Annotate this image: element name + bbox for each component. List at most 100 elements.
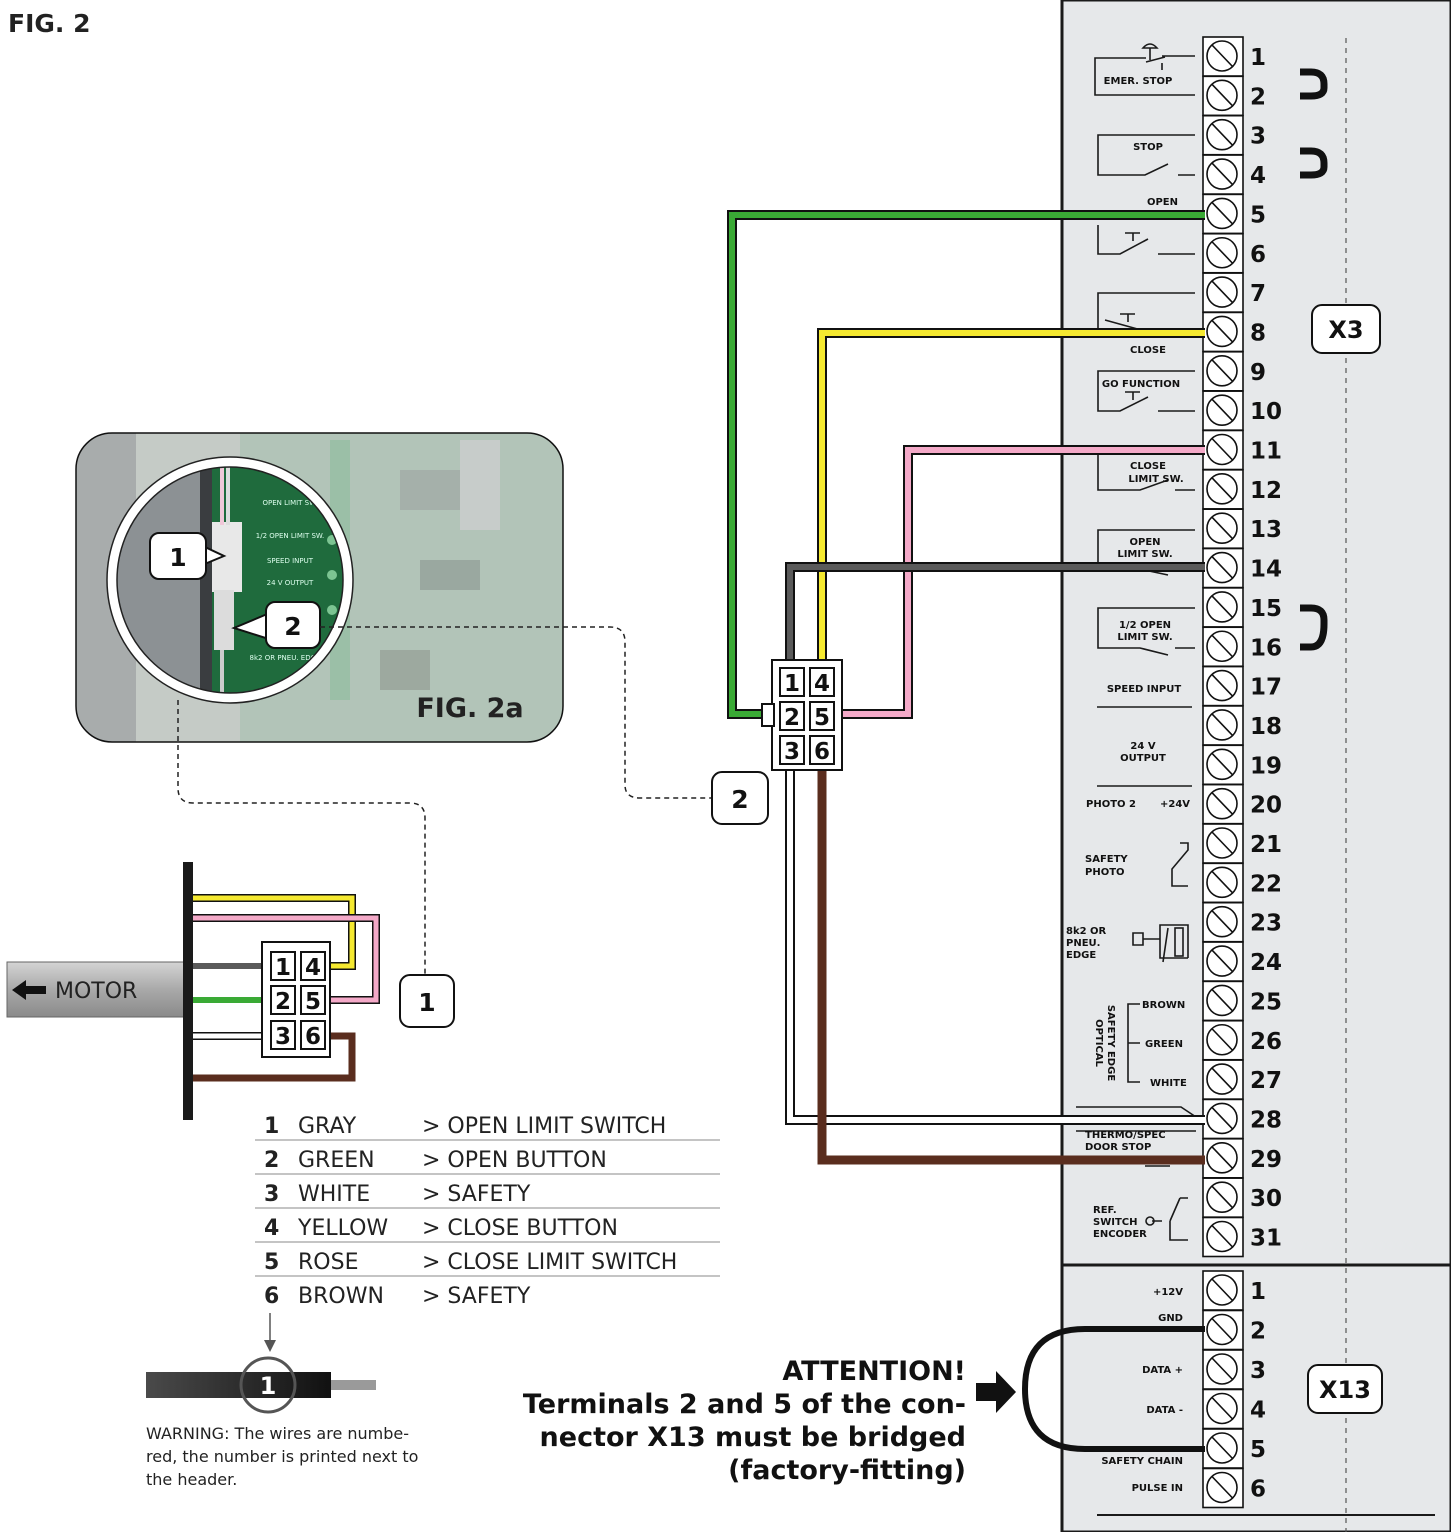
svg-text:24 V OUTPUT: 24 V OUTPUT	[267, 579, 314, 587]
label-edge-1: 8k2 OR	[1066, 926, 1107, 937]
x3-terminal-number: 13	[1250, 517, 1282, 543]
label-edge-3: EDGE	[1066, 950, 1096, 961]
legend-color: BROWN	[298, 1284, 384, 1309]
svg-text:red, the number is printed nex: red, the number is printed next to	[146, 1447, 418, 1466]
x3-terminal-2	[1202, 75, 1244, 117]
svg-text:+12V: +12V	[1153, 1287, 1183, 1298]
x13-terminal-3	[1202, 1349, 1244, 1390]
x13-terminal-4	[1202, 1388, 1244, 1430]
x13-terminal-2	[1202, 1309, 1244, 1351]
label-24v-2: OUTPUT	[1120, 753, 1166, 764]
svg-text:1: 1	[275, 955, 291, 981]
x3-terminal-3	[1202, 114, 1244, 156]
x3-terminal-number: 27	[1250, 1068, 1282, 1094]
x3-terminal-number: 6	[1250, 242, 1266, 268]
svg-text:6: 6	[305, 1024, 321, 1050]
warning-note: WARNING: The wires are numbe- red, the n…	[146, 1424, 418, 1489]
x3-terminal-number: 1	[1250, 45, 1266, 71]
label-half-open-1: 1/2 OPEN	[1119, 620, 1171, 631]
legend-function: > OPEN LIMIT SWITCH	[422, 1114, 666, 1139]
svg-text:2: 2	[275, 989, 291, 1015]
x3-terminal-10	[1202, 390, 1244, 431]
x3-terminal-12	[1202, 469, 1244, 510]
x3-terminal-number: 28	[1250, 1107, 1282, 1133]
x3-terminal-number: 26	[1250, 1029, 1282, 1055]
label-open-limit-2: LIMIT SW.	[1117, 549, 1172, 560]
svg-text:ATTENTION!: ATTENTION!	[782, 1356, 966, 1387]
x3-terminal-number: 19	[1250, 753, 1282, 779]
x3-terminal-11	[1202, 429, 1244, 471]
legend-number: 2	[264, 1148, 279, 1173]
label-safety-edge-2: OPTICAL	[1093, 1019, 1104, 1067]
svg-text:(factory-fitting): (factory-fitting)	[728, 1455, 966, 1486]
svg-text:nector X13 must be bridged: nector X13 must be bridged	[540, 1422, 966, 1453]
x3-terminal-1	[1202, 36, 1244, 77]
x3-terminal-number: 12	[1250, 478, 1282, 504]
x13-text-labels: +12V GND DATA + DATA - SAFETY CHAIN PULS…	[1101, 1287, 1183, 1494]
x3-terminal-28	[1202, 1098, 1244, 1140]
x3-terminal-block: 1234567891011121314151617181920212223242…	[1202, 36, 1282, 1258]
x3-terminal-22	[1202, 862, 1244, 904]
svg-text:2: 2	[731, 785, 748, 814]
x3-terminal-number: 4	[1250, 163, 1266, 189]
legend-function: > SAFETY	[422, 1182, 531, 1207]
svg-text:Terminals 2 and 5 of the con-: Terminals 2 and 5 of the con-	[523, 1389, 966, 1420]
x13-terminal-number: 3	[1250, 1358, 1266, 1384]
connector-callout-2: 2	[711, 771, 769, 825]
legend-function: > CLOSE BUTTON	[422, 1216, 618, 1241]
legend-function: > OPEN BUTTON	[422, 1148, 607, 1173]
x3-terminal-31	[1202, 1216, 1244, 1258]
label-close-limit-1: CLOSE	[1130, 461, 1166, 472]
x3-terminal-number: 2	[1250, 84, 1266, 110]
svg-text:1: 1	[169, 543, 186, 572]
x3-terminal-number: 15	[1250, 596, 1282, 622]
x13-terminal-number: 4	[1250, 1398, 1266, 1424]
label-photo2: PHOTO 2	[1086, 799, 1136, 810]
x3-terminal-number: 9	[1250, 360, 1266, 386]
x13-terminal-1	[1202, 1270, 1244, 1311]
x3-terminal-number: 20	[1250, 793, 1282, 819]
x3-terminal-14	[1202, 547, 1244, 589]
x3-terminal-number: 11	[1250, 439, 1282, 465]
x3-terminal-number: 25	[1250, 989, 1282, 1015]
legend-number: 1	[264, 1114, 279, 1139]
label-24v-1: 24 V	[1130, 741, 1155, 752]
svg-text:OPEN LIMIT SW.: OPEN LIMIT SW.	[263, 499, 318, 507]
label-encoder-1: REF.	[1093, 1205, 1117, 1216]
label-brown: BROWN	[1142, 1000, 1185, 1011]
photo-callout-1: 1	[149, 532, 227, 580]
svg-text:X3: X3	[1328, 316, 1363, 344]
label-edge-2: PNEU.	[1066, 938, 1100, 949]
svg-text:4: 4	[305, 955, 321, 981]
label-half-open-2: LIMIT SW.	[1117, 632, 1172, 643]
svg-text:GND: GND	[1158, 1313, 1183, 1324]
x13-terminal-number: 5	[1250, 1437, 1266, 1463]
svg-text:3: 3	[275, 1024, 291, 1050]
svg-text:1/2 OPEN LIMIT SW.: 1/2 OPEN LIMIT SW.	[256, 532, 324, 540]
label-open: OPEN	[1147, 197, 1178, 208]
label-safety-photo-2: PHOTO	[1085, 867, 1125, 878]
label-plus24v: +24V	[1160, 799, 1190, 810]
x3-terminal-number: 14	[1250, 557, 1282, 583]
label-encoder-3: ENCODER	[1093, 1229, 1147, 1240]
legend-color: WHITE	[298, 1182, 370, 1207]
x13-label: X13	[1307, 1364, 1383, 1414]
svg-text:DATA +: DATA +	[1142, 1365, 1183, 1376]
label-white: WHITE	[1150, 1078, 1187, 1089]
x13-terminal-6	[1202, 1467, 1244, 1509]
x3-terminal-16	[1202, 626, 1244, 668]
motor-label: MOTOR	[55, 979, 137, 1004]
legend-number: 4	[264, 1216, 279, 1241]
legend-color: GRAY	[298, 1114, 357, 1139]
svg-text:2: 2	[284, 612, 301, 641]
svg-text:8k2 OR PNEU. EDGE: 8k2 OR PNEU. EDGE	[250, 654, 321, 662]
control-panel: 1234567891011121314151617181920212223242…	[1060, 0, 1451, 1532]
jumper-1-2	[1300, 68, 1328, 651]
motor-assembly: MOTOR 1 4 2 5 3 6	[6, 862, 380, 1120]
svg-text:the header.: the header.	[146, 1470, 237, 1489]
x3-terminal-8	[1202, 311, 1244, 353]
label-stop: STOP	[1133, 142, 1163, 153]
